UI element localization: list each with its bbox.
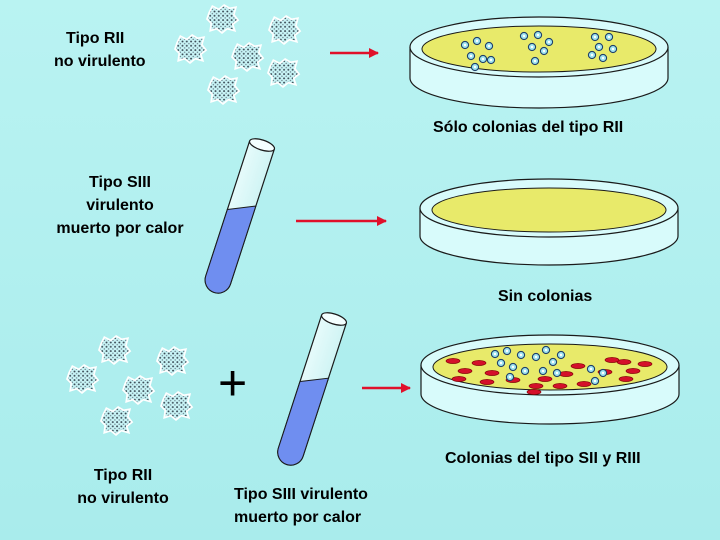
row3-mix-label-b-line2: muerto por calor [234,509,362,526]
bacterium-cell-icon [231,42,264,72]
petri-dish-row2 [419,178,679,266]
row1-source-label-line1: Tipo RII [66,30,125,47]
bacterium-cell-icon [268,15,301,45]
test-tube-row3 [277,312,348,466]
row3-mix-label-b-line1: Tipo SIII virulento [234,486,368,503]
bacterium-cell-icon [160,391,193,421]
row3-mix-label-a-line2: no virulento [77,490,169,507]
row1-result-label: Sólo colonias del tipo RII [433,119,624,136]
row3-mix-label-a-line1: Tipo RII [93,467,153,484]
row2-source-label-line2: virulento [86,197,154,214]
petri-dish-row3 [420,334,680,425]
bacterium-cell-icon [267,58,300,88]
petri-dish-row1 [409,16,669,109]
plus-sign: + [218,355,248,411]
row1-source-label-line2: no virulento [54,53,146,70]
bacterium-cell-icon [98,335,131,365]
row2-source-label-line1: Tipo SIII [89,174,151,191]
test-tube-row2 [204,138,276,294]
bacterium-cell-icon [206,4,239,34]
row3-rough-bacteria [66,335,193,436]
row1-rough-bacteria [174,4,301,105]
bacterium-cell-icon [207,75,240,105]
bacterium-cell-icon [122,375,155,405]
bacterium-cell-icon [156,346,189,376]
bacterium-cell-icon [66,364,99,394]
row3-result-label: Colonias del tipo SII y RIII [445,450,641,467]
row2-source-label-line3: muerto por calor [56,220,184,237]
bacterium-cell-icon [100,406,133,436]
bacterium-cell-icon [174,34,207,64]
row2-result-label: Sin colonias [498,288,593,305]
